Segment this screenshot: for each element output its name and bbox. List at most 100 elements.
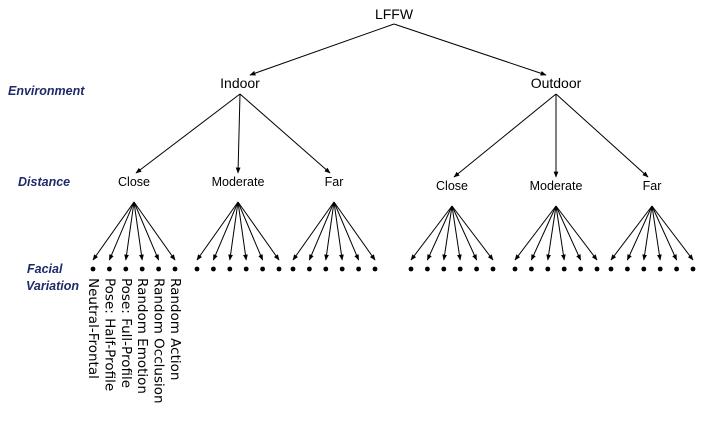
edge-leaf-outdoor-far-4 [651, 205, 678, 261]
distance-node-outdoor-far: Far [643, 179, 662, 193]
leaf-dot [156, 266, 162, 272]
level-label-variation: Variation [26, 279, 79, 293]
leaf-dot [561, 266, 567, 272]
edge-root-outdoor [393, 23, 547, 76]
edge-leaf-outdoor-close-1 [426, 205, 453, 261]
edge-leaf-outdoor-moderate-2 [546, 205, 557, 261]
edge-leaf-outdoor-far-5 [651, 205, 694, 261]
leaf-dot [594, 266, 600, 272]
leaf-dot [425, 266, 430, 272]
leaf-dot [441, 266, 447, 272]
leaf-dot [608, 266, 614, 272]
edge-outdoor-far [555, 93, 649, 178]
edge-leaf-outdoor-close-5 [451, 205, 494, 261]
leaf-dot [290, 266, 296, 272]
edge-leaf-outdoor-far-0 [610, 205, 653, 261]
leaf-dot [545, 266, 551, 272]
leaf-dot [690, 266, 696, 272]
leaf-dot [172, 266, 178, 272]
edge-leaf-indoor-close-1 [108, 201, 135, 261]
distance-node-outdoor-moderate: Moderate [530, 179, 583, 193]
leaf-dot [657, 266, 663, 272]
edge-leaf-outdoor-moderate-5 [555, 205, 598, 261]
leaf-dot [457, 266, 463, 272]
leaf-dot [356, 266, 361, 272]
edge-root-indoor [249, 23, 395, 76]
leaf-dot [194, 266, 200, 272]
leaf-dot [107, 266, 112, 272]
level-label-facial: Facial [27, 262, 63, 276]
tree-leaves [90, 266, 696, 272]
edge-leaf-indoor-moderate-2 [228, 201, 239, 261]
distance-node-outdoor-close: Close [436, 179, 468, 193]
variation-label: Random Occlusion [151, 278, 167, 404]
leaf-dot [529, 266, 534, 272]
variation-label: Pose: Full-Profile [118, 278, 134, 388]
leaf-dot [512, 266, 518, 272]
leaf-dot [307, 266, 312, 272]
leaf-dot [578, 266, 583, 272]
edge-indoor-far [239, 93, 331, 174]
edge-outdoor-close [453, 93, 557, 178]
level-label-distance: Distance [18, 175, 70, 189]
edge-leaf-indoor-far-2 [324, 201, 335, 261]
edge-leaf-indoor-close-3 [133, 201, 144, 261]
edge-leaf-outdoor-moderate-0 [514, 205, 557, 261]
edge-leaf-indoor-moderate-4 [237, 201, 264, 261]
edge-indoor-close [135, 93, 241, 174]
edge-leaf-indoor-far-3 [333, 201, 344, 261]
distance-node-indoor-close: Close [118, 175, 150, 189]
edge-leaf-indoor-far-4 [333, 201, 360, 261]
distance-node-indoor-moderate: Moderate [212, 175, 265, 189]
leaf-dot [276, 266, 282, 272]
edge-leaf-outdoor-close-4 [451, 205, 478, 261]
edge-leaf-outdoor-far-3 [651, 205, 662, 261]
edge-leaf-outdoor-moderate-1 [530, 205, 557, 261]
edge-leaf-indoor-far-1 [308, 201, 335, 261]
leaf-dot [372, 266, 378, 272]
environment-node-indoor: Indoor [220, 75, 260, 91]
leaf-dot [139, 266, 145, 272]
leaf-dot [408, 266, 414, 272]
leaf-dot [323, 266, 329, 272]
leaf-dot [490, 266, 496, 272]
edge-leaf-indoor-far-5 [333, 201, 376, 261]
variation-label: Pose: Half-Profile [101, 278, 117, 391]
variation-label: Neutral-Frontal [85, 278, 101, 379]
edge-leaf-indoor-moderate-1 [212, 201, 239, 261]
edge-leaf-indoor-moderate-3 [237, 201, 248, 261]
leaf-dot [474, 266, 479, 272]
distance-node-indoor-far: Far [325, 175, 344, 189]
variation-label: Random Emotion [134, 278, 150, 394]
edge-leaf-indoor-close-2 [124, 201, 135, 261]
edge-leaf-indoor-close-0 [92, 201, 135, 261]
leaf-dot [674, 266, 679, 272]
edge-leaf-outdoor-moderate-4 [555, 205, 582, 261]
edge-leaf-outdoor-moderate-3 [555, 205, 566, 261]
root-node: LFFW [375, 6, 414, 22]
leaf-dot [625, 266, 630, 272]
edge-indoor-moderate [235, 93, 241, 174]
edge-leaf-indoor-far-0 [292, 201, 335, 261]
leaf-dot [339, 266, 345, 272]
leaf-dot [90, 266, 96, 272]
edge-leaf-outdoor-far-2 [642, 205, 653, 261]
level-label-environment: Environment [8, 84, 85, 98]
edge-leaf-outdoor-close-0 [410, 205, 453, 261]
edge-leaf-outdoor-far-1 [626, 205, 653, 261]
edge-leaf-indoor-close-4 [133, 201, 160, 261]
edge-leaf-outdoor-close-3 [451, 205, 462, 261]
edge-leaf-outdoor-close-2 [442, 205, 453, 261]
leaf-dot [641, 266, 647, 272]
edge-leaf-indoor-moderate-0 [196, 201, 239, 261]
environment-node-outdoor: Outdoor [531, 75, 582, 91]
tree-edges [92, 23, 694, 261]
leaf-dot [211, 266, 216, 272]
edge-leaf-indoor-moderate-5 [237, 201, 280, 261]
variation-label: Random Action [167, 278, 183, 380]
leaf-dot [260, 266, 265, 272]
leaf-dot [227, 266, 233, 272]
